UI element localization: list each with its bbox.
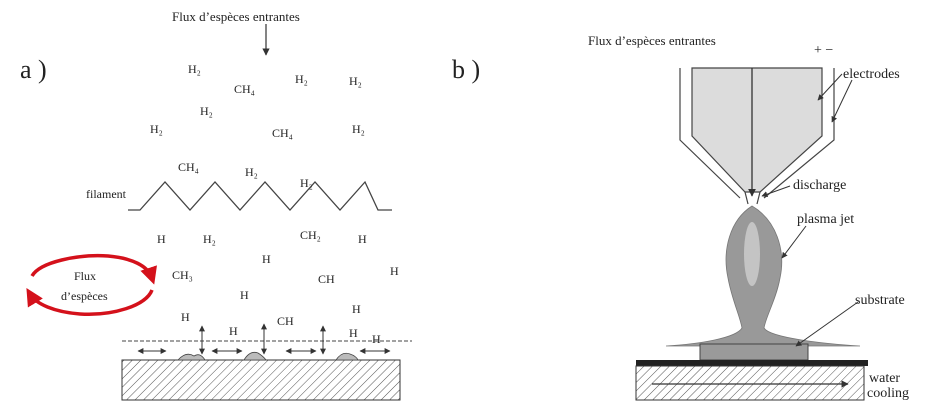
water-label: water xyxy=(869,371,901,386)
plasma-jet-label: plasma jet xyxy=(797,212,855,227)
flux-cycle-arrow-top xyxy=(30,253,157,285)
annotation-leaders xyxy=(761,73,859,347)
molecule-label: H₂ xyxy=(349,74,362,88)
vertical-diffusion-arrows xyxy=(199,323,326,355)
cooling-block xyxy=(635,365,865,401)
filament-zigzag xyxy=(128,180,392,211)
molecule-label: H xyxy=(358,232,367,246)
molecule-label: H₂ xyxy=(150,122,163,136)
molecule-label: H₂ xyxy=(200,104,213,118)
molecule-label: H xyxy=(157,232,166,246)
panel-b-substrate xyxy=(699,343,809,361)
panel-a-incoming-flux-label: Flux d’espèces entrantes xyxy=(172,9,300,24)
molecule-label: H₂ xyxy=(245,165,258,179)
filament-label: filament xyxy=(86,187,126,201)
molecule-label: H xyxy=(262,252,271,266)
substrate-bump-3 xyxy=(335,352,359,361)
plasma-jet xyxy=(665,205,861,347)
panel-a-label: a ) xyxy=(20,55,47,84)
molecule-label: CH xyxy=(318,272,335,286)
torch-nozzle xyxy=(744,191,761,205)
cooling-label: cooling xyxy=(867,386,909,401)
plasma-core xyxy=(744,222,760,286)
electrodes-label: electrodes xyxy=(843,67,900,82)
substrate-label: substrate xyxy=(855,293,905,308)
panel-a-substrate xyxy=(121,359,401,401)
cooling-base xyxy=(636,360,868,366)
molecule-label: H₂ xyxy=(352,122,365,136)
flux-cycle-arrow-bottom xyxy=(26,288,154,316)
molecule-label: CH₂ xyxy=(300,228,321,242)
surface-h-label: H xyxy=(372,332,381,346)
flux-label-line1: Flux xyxy=(74,269,97,283)
molecule-label: H xyxy=(349,326,358,340)
molecule-label: H xyxy=(229,324,238,338)
molecule-label: H₂ xyxy=(188,62,201,76)
molecule-label: H₂ xyxy=(203,232,216,246)
molecule-label: CH₄ xyxy=(272,126,293,140)
molecule-label: CH₄ xyxy=(178,160,199,174)
molecule-label: H₂ xyxy=(295,72,308,86)
molecule-label: H xyxy=(240,288,249,302)
torch-inner-electrode xyxy=(691,67,823,193)
molecule-label: CH xyxy=(277,314,294,328)
polarity-label: + − xyxy=(814,43,834,58)
molecule-label: CH₃ xyxy=(172,268,193,282)
molecule-label: H xyxy=(181,310,190,324)
substrate-bump-2 xyxy=(243,351,267,361)
flux-label-line2: d’espèces xyxy=(61,289,108,303)
panel-b-label: b ) xyxy=(452,55,481,84)
molecule-label: H xyxy=(352,302,361,316)
molecule-label: H xyxy=(390,264,399,278)
molecule-label: CH₄ xyxy=(234,82,255,96)
torch-outer-electrode xyxy=(679,68,835,199)
molecule-label: H₂ xyxy=(300,176,313,190)
panel-b-incoming-flux-label: Flux d’espèces entrantes xyxy=(588,33,716,48)
discharge-label: discharge xyxy=(793,178,847,193)
substrate-bump-1 xyxy=(177,353,206,361)
